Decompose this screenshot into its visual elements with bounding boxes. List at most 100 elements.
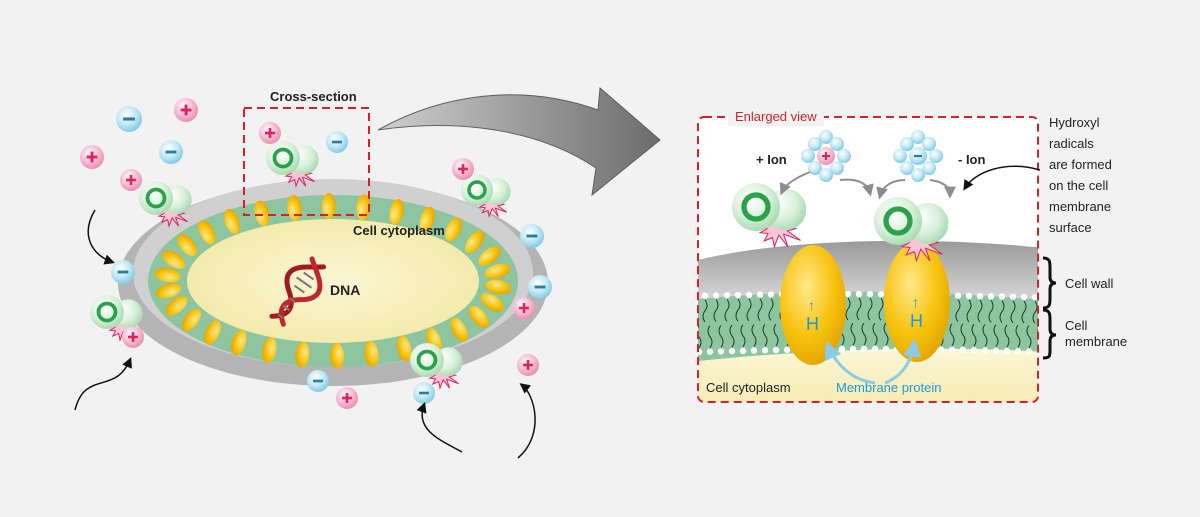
protein-arrow-right [884,338,922,385]
hydroxyl-radical-icon [732,183,949,263]
hydroxyl-line-1: Hydroxyl [1049,115,1100,130]
membrane-protein [389,198,404,225]
dna-label: DNA [330,282,360,298]
hydroxyl-radical-icon [874,197,949,263]
hydroxyl-radical-icon [139,181,192,228]
enlarged-cell-wall [698,240,1038,300]
arrow-upper-left [87,209,115,265]
positive-ion-icon [174,98,198,122]
positive-ion-icon [517,354,539,376]
cell-cytoplasm [187,219,479,343]
positive-ion-icon [259,122,281,144]
water-molecule [819,168,833,182]
enlarged-title-mask [728,108,824,126]
enlarged-cytoplasm-label: Cell cytoplasm [706,380,791,395]
water-molecule [922,161,936,175]
cell-membrane-line-2: membrane [1065,334,1127,349]
hydrogen-right: H [910,311,923,331]
positive-ion-icon [80,145,104,169]
hydrogen-left: H [806,314,819,334]
water-molecule [900,161,914,175]
membrane-protein-ring [154,193,512,369]
water-molecule [929,149,943,163]
water-molecule [808,137,822,151]
free-ions [80,98,552,409]
ion-clusters [801,130,943,182]
arrow-bottom-right [517,383,536,459]
zoom-arrow [377,86,661,197]
water-molecule [837,149,851,163]
membrane-protein [419,206,435,232]
proton-arrow-left: ↑ [808,297,815,313]
brace-membrane-icon [1042,308,1057,360]
cell-cytoplasm-label: Cell cytoplasm [353,223,445,238]
hydroxyl-radical-icon [732,183,807,249]
membrane-protein [154,267,181,283]
hydroxyl-radical-icon [90,295,143,342]
membrane-protein [396,335,412,362]
brace-icon [1042,256,1057,310]
hydroxyl-clusters [90,141,511,390]
negative-ion-icon [111,260,135,284]
minus-ion-label: - Ion [958,152,985,167]
membrane-protein [356,194,371,221]
hydroxyl-radical-icon [461,174,511,219]
enlarged-frame [697,116,1039,403]
structure-labels: Cell wall Cell membrane [1042,256,1127,360]
membrane-protein [295,341,310,368]
membrane-protein [485,279,512,295]
hydroxyl-note-arrow [963,165,1041,191]
membrane-protein [254,200,270,227]
membrane-protein [162,250,186,269]
membrane-protein [165,296,188,316]
membrane-protein-icon: ↑ H ↑ H [780,242,950,365]
hydroxyl-radical-icon [266,141,319,188]
cell-membrane-label: Cell membrane [1065,318,1127,349]
arrow-bottom-center [416,402,463,453]
membrane-protein [177,234,198,257]
negative-ion-icon [116,106,142,132]
water-molecule [830,137,844,151]
cross-section-label: Cross-section [270,89,357,104]
membrane-protein [330,343,345,369]
membrane-protein [203,320,221,345]
cell-membrane-line-1: Cell [1065,318,1088,333]
cell-overview: DNA Cell cytoplasm Cross-section [74,89,552,459]
membrane-protein-label: Membrane protein [836,380,942,395]
membrane-protein [231,330,247,356]
incoming-arrows [74,209,536,459]
arrow-lower-left [74,357,132,411]
positive-ion-icon [513,297,535,319]
hydroxyl-line-2: radicals [1049,136,1094,151]
membrane-protein [155,283,182,299]
ion-arrow-2 [839,178,874,197]
negative-ion-icon [159,140,183,164]
membrane-protein-right [884,242,950,362]
water-molecule [808,161,822,175]
hydroxyl-line-5: membrane [1049,199,1111,214]
water-molecule [911,168,925,182]
membrane-protein-left [780,245,846,365]
hydroxyl-line-6: surface [1049,220,1092,235]
ion-arrow-1 [779,171,811,196]
positive-ion-icon [120,169,142,191]
membrane-protein [224,208,240,234]
membrane-protein [484,263,511,279]
hydroxyl-line-4: on the cell [1049,178,1108,193]
protein-arrow-left [824,341,876,385]
enlarged-view-title: Enlarged view [735,109,817,124]
dna-helix-icon [269,256,327,327]
water-molecule [893,149,907,163]
membrane-protein [450,317,468,342]
positive-ion-icon [122,326,144,348]
hydroxyl-line-3: are formed [1049,157,1112,172]
hydroxyl-note: Hydroxyl radicals are formed on the cell… [963,115,1112,235]
negative-ion-icon [326,131,348,153]
membrane-protein [262,337,277,364]
cross-section-frame [243,107,370,216]
membrane-protein [465,230,485,254]
ion-arrow-3 [876,179,906,200]
membrane-protein [198,220,216,245]
